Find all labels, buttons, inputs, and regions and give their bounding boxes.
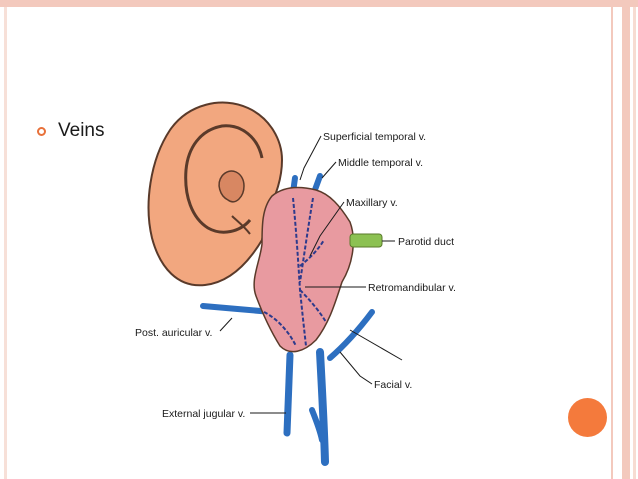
ear-illustration <box>147 101 284 287</box>
label-post-auricular-vein: Post. auricular v. <box>135 327 212 339</box>
slide-right-border-outer <box>633 7 636 479</box>
label-retromandibular-vein: Retromandibular v. <box>368 282 456 294</box>
label-facial-vein: Facial v. <box>374 379 412 391</box>
slide-right-border-wide <box>622 7 630 479</box>
parotid-gland <box>253 186 355 353</box>
label-middle-temporal-vein: Middle temporal v. <box>338 157 423 169</box>
orange-accent-circle <box>568 398 607 437</box>
slide-right-border <box>611 7 613 479</box>
slide-left-border <box>4 7 7 479</box>
bullet-item: Veins <box>37 119 104 143</box>
circle-bullet-icon <box>37 126 46 136</box>
leader-lines <box>219 135 403 414</box>
label-parotid-duct: Parotid duct <box>398 236 454 248</box>
parotid-duct-shape <box>349 233 383 248</box>
label-external-jugular-vein: External jugular v. <box>162 408 245 420</box>
label-superficial-temporal-vein: Superficial temporal v. <box>323 131 426 143</box>
slide-top-border <box>0 0 638 7</box>
label-maxillary-vein: Maxillary v. <box>346 197 398 209</box>
bullet-text: Veins <box>58 120 105 141</box>
